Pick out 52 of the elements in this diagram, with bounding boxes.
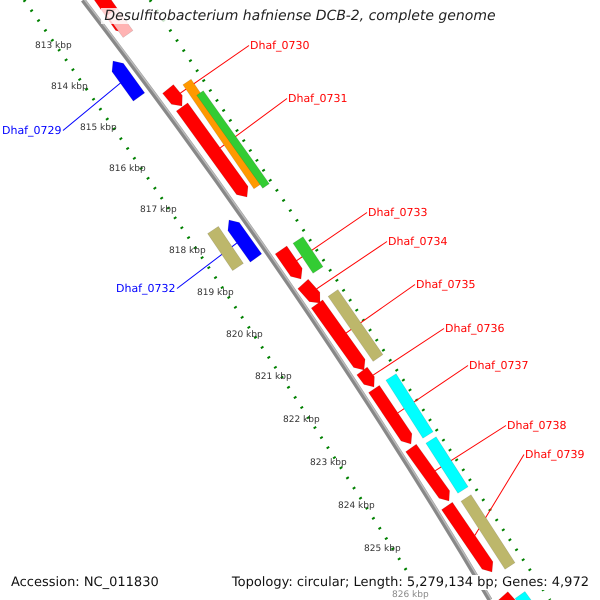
leader-line — [316, 241, 388, 290]
gene-label: Dhaf_0734 — [388, 235, 448, 248]
gene-feature — [405, 444, 450, 502]
scale-label: 815 kbp — [80, 123, 117, 134]
gene-label: Dhaf_0739 — [525, 448, 585, 461]
scale-label: 819 kbp — [197, 288, 234, 299]
scale-label: 824 kbp — [338, 501, 375, 512]
leader-line — [372, 328, 444, 376]
gene-bar — [425, 436, 469, 494]
gene-bar — [196, 90, 270, 189]
gene-label: Dhaf_0735 — [416, 278, 476, 291]
scale-label: 814 kbp — [51, 82, 88, 93]
gene-feature — [368, 384, 412, 444]
gene-label: Dhaf_0736 — [445, 322, 505, 335]
gene-label: Dhaf_0730 — [250, 39, 310, 52]
footer-text: Accession: NC_011830 — [9, 575, 161, 590]
scale-label: 821 kbp — [255, 372, 292, 383]
scale-label: 822 kbp — [283, 415, 320, 426]
gene-label: Dhaf_0731 — [288, 92, 348, 105]
gene-feature — [441, 502, 494, 572]
gene-feature — [297, 278, 320, 304]
leader-line — [180, 45, 250, 94]
footer-text: Topology: circular; Length: 5,279,134 bp; Genes: 4,972 — [230, 575, 591, 590]
gene-label: Dhaf_0737 — [469, 359, 529, 372]
gene-bar — [385, 373, 434, 439]
gene-feature — [274, 246, 303, 280]
gene-feature — [228, 220, 262, 263]
gene-feature — [112, 60, 146, 102]
leader-line — [62, 82, 121, 131]
leader-line — [397, 365, 468, 414]
gene-label: Dhaf_0738 — [507, 419, 567, 432]
gene-feature — [176, 102, 248, 198]
gene-bar — [292, 236, 324, 274]
gene-bar — [328, 289, 384, 362]
gene-label: Dhaf_0729 — [2, 124, 62, 137]
leader-line — [346, 284, 416, 334]
gene-feature — [356, 366, 375, 388]
gene-label: Dhaf_0732 — [116, 282, 176, 295]
scale-label: 813 kbp — [35, 41, 72, 52]
leader-line — [474, 454, 524, 536]
gene-label: Dhaf_0733 — [368, 206, 428, 219]
gene-bar — [460, 494, 516, 570]
scale-label: 825 kbp — [364, 544, 401, 555]
scale-label: 818 kbp — [169, 246, 206, 257]
scale-label: 816 kbp — [109, 164, 146, 175]
scale-label: 820 kbp — [226, 330, 263, 341]
scale-label: 826 kbp — [392, 590, 429, 600]
leader-line — [296, 212, 368, 262]
scale-label: 817 kbp — [140, 205, 177, 216]
gene-bar — [207, 226, 244, 272]
gene-feature — [310, 299, 366, 370]
scale-label: 823 kbp — [310, 458, 347, 469]
